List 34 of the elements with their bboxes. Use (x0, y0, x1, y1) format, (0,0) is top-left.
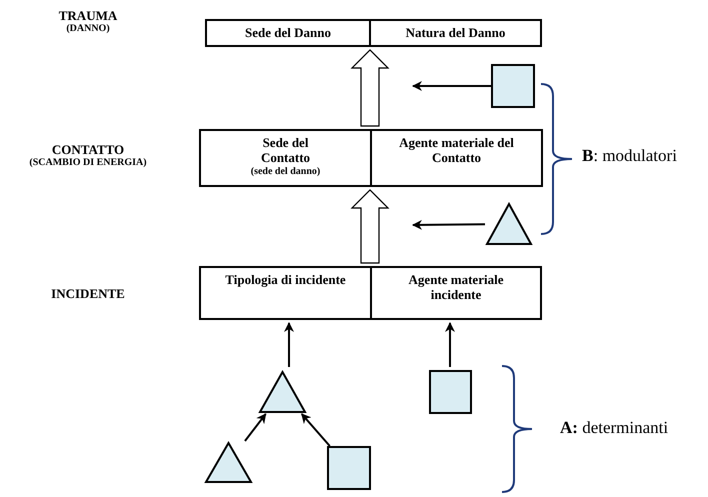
text-box (370, 266, 542, 320)
text-box (369, 19, 542, 47)
arrow (284, 322, 294, 367)
square-shape (327, 446, 371, 490)
box-text: Agente materiale incidente (408, 273, 504, 303)
side-label: (DANNO) (65, 23, 111, 34)
side-label: (SCAMBIO DI ENERGIA) (28, 157, 148, 168)
box-text: Natura del Danno (404, 26, 506, 41)
square-shape (491, 64, 535, 108)
box-text: Tipologia di incidente (224, 273, 347, 288)
arrow (445, 322, 455, 367)
arrow (412, 220, 486, 230)
arrow (301, 413, 330, 447)
block-arrow (350, 189, 390, 264)
text-box (199, 129, 372, 187)
triangle-shape (485, 202, 533, 246)
block-arrow (350, 49, 390, 127)
side-label: CONTATTO (50, 142, 126, 158)
box-text: Sede del Danno (244, 26, 332, 41)
square-shape (429, 370, 472, 414)
side-label: INCIDENTE (50, 286, 126, 302)
triangle-shape (204, 441, 253, 484)
text-box (205, 19, 371, 47)
text-box (370, 129, 543, 187)
box-text: Agente materiale del Contatto (398, 136, 515, 166)
side-label: B: modulatori (582, 146, 677, 166)
side-label: TRAUMA (58, 8, 118, 24)
note-text: (sede del danno) (250, 166, 322, 178)
triangle-shape (258, 370, 307, 414)
arrow (244, 413, 266, 442)
text-box (199, 266, 372, 320)
box-text: Sede del Contatto (260, 136, 312, 166)
arrow (412, 81, 491, 91)
side-label: A: determinanti (560, 418, 668, 438)
